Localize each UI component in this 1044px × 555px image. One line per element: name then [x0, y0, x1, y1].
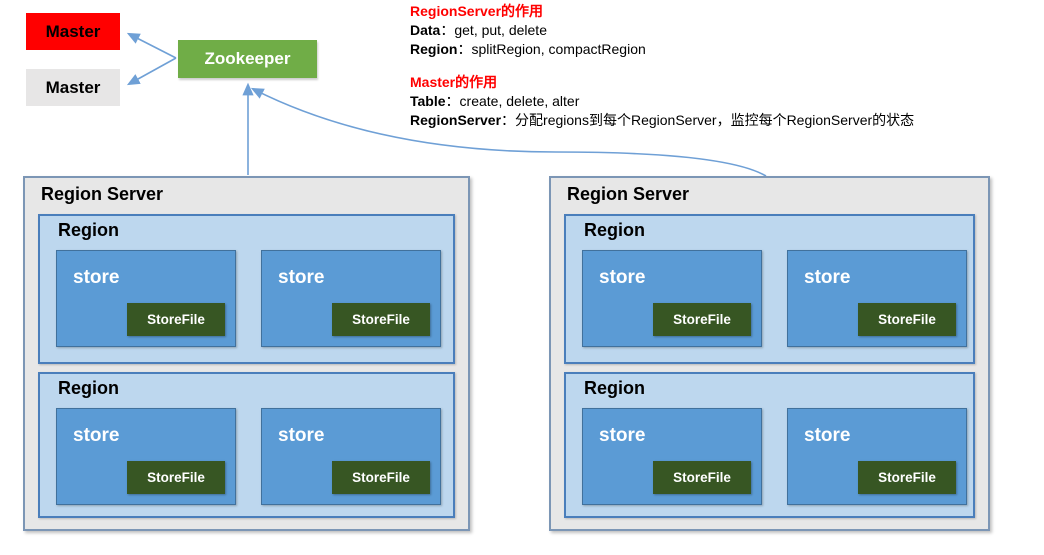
- note-desc: ：分配regions到每个RegionServer，监控每个RegionServ…: [501, 112, 915, 128]
- store-box: store StoreFile: [582, 408, 762, 505]
- arrow-zookeeper-to-master-active: [126, 32, 177, 59]
- master-node-label: Master: [45, 77, 101, 97]
- storefile-box: StoreFile: [332, 303, 430, 336]
- region-server-2: Region Server Region store StoreFile sto…: [549, 176, 990, 531]
- store-label: store: [73, 425, 120, 446]
- region-box: Region store StoreFile store StoreFile: [564, 214, 975, 364]
- zookeeper-label: Zookeeper: [204, 49, 291, 68]
- store-box: store StoreFile: [787, 408, 967, 505]
- note-line: Region：splitRegion, compactRegion: [410, 40, 1035, 59]
- region-title: Region: [584, 378, 645, 398]
- region-box: Region store StoreFile store StoreFile: [38, 214, 455, 364]
- region-server-title: Region Server: [567, 184, 690, 204]
- note-term: RegionServer: [410, 112, 502, 128]
- note-line: Data：get, put, delete: [410, 21, 1035, 40]
- store-box: store StoreFile: [56, 408, 236, 505]
- note-term: Data: [410, 22, 441, 38]
- store-label: store: [599, 425, 646, 446]
- note-desc: ：create, delete, alter: [445, 93, 580, 109]
- region-title: Region: [58, 378, 119, 398]
- region-box: Region store StoreFile store StoreFile: [38, 372, 455, 518]
- storefile-box: StoreFile: [858, 303, 956, 336]
- note-desc: ：get, put, delete: [440, 22, 547, 38]
- region-title: Region: [584, 220, 645, 240]
- region-title: Region: [58, 220, 119, 240]
- store-box: store StoreFile: [261, 408, 441, 505]
- note-title: Master的作用: [410, 74, 498, 90]
- note-title: RegionServer的作用: [410, 3, 544, 19]
- store-box: store StoreFile: [261, 250, 441, 347]
- storefile-box: StoreFile: [858, 461, 956, 494]
- storefile-box: StoreFile: [653, 303, 751, 336]
- master-node-active: Master: [26, 13, 120, 50]
- store-label: store: [804, 425, 851, 446]
- store-box: store StoreFile: [787, 250, 967, 347]
- store-label: store: [278, 425, 325, 446]
- master-node-label: Master: [45, 21, 101, 41]
- storefile-box: StoreFile: [653, 461, 751, 494]
- region-server-1: Region Server Region store StoreFile sto…: [23, 176, 470, 531]
- arrow-zookeeper-to-master-standby: [126, 57, 177, 86]
- store-label: store: [804, 267, 851, 288]
- master-node-standby: Master: [26, 69, 120, 106]
- store-label: store: [73, 267, 120, 288]
- store-box: store StoreFile: [582, 250, 762, 347]
- note-line: Table：create, delete, alter: [410, 92, 1035, 111]
- store-label: store: [278, 267, 325, 288]
- annotation-notes: RegionServer的作用 Data：get, put, delete Re…: [410, 2, 1035, 130]
- region-server-title: Region Server: [41, 184, 164, 204]
- note-line: RegionServer：分配regions到每个RegionServer，监控…: [410, 111, 1035, 130]
- note-master-role: Master的作用 Table：create, delete, alter Re…: [410, 73, 1035, 130]
- store-label: store: [599, 267, 646, 288]
- region-box: Region store StoreFile store StoreFile: [564, 372, 975, 518]
- note-term: Region: [410, 41, 458, 57]
- storefile-box: StoreFile: [332, 461, 430, 494]
- note-regionserver-role: RegionServer的作用 Data：get, put, delete Re…: [410, 2, 1035, 59]
- note-desc: ：splitRegion, compactRegion: [457, 41, 646, 57]
- storefile-box: StoreFile: [127, 461, 225, 494]
- store-box: store StoreFile: [56, 250, 236, 347]
- storefile-box: StoreFile: [127, 303, 225, 336]
- zookeeper-node: Zookeeper: [178, 40, 317, 78]
- note-term: Table: [410, 93, 446, 109]
